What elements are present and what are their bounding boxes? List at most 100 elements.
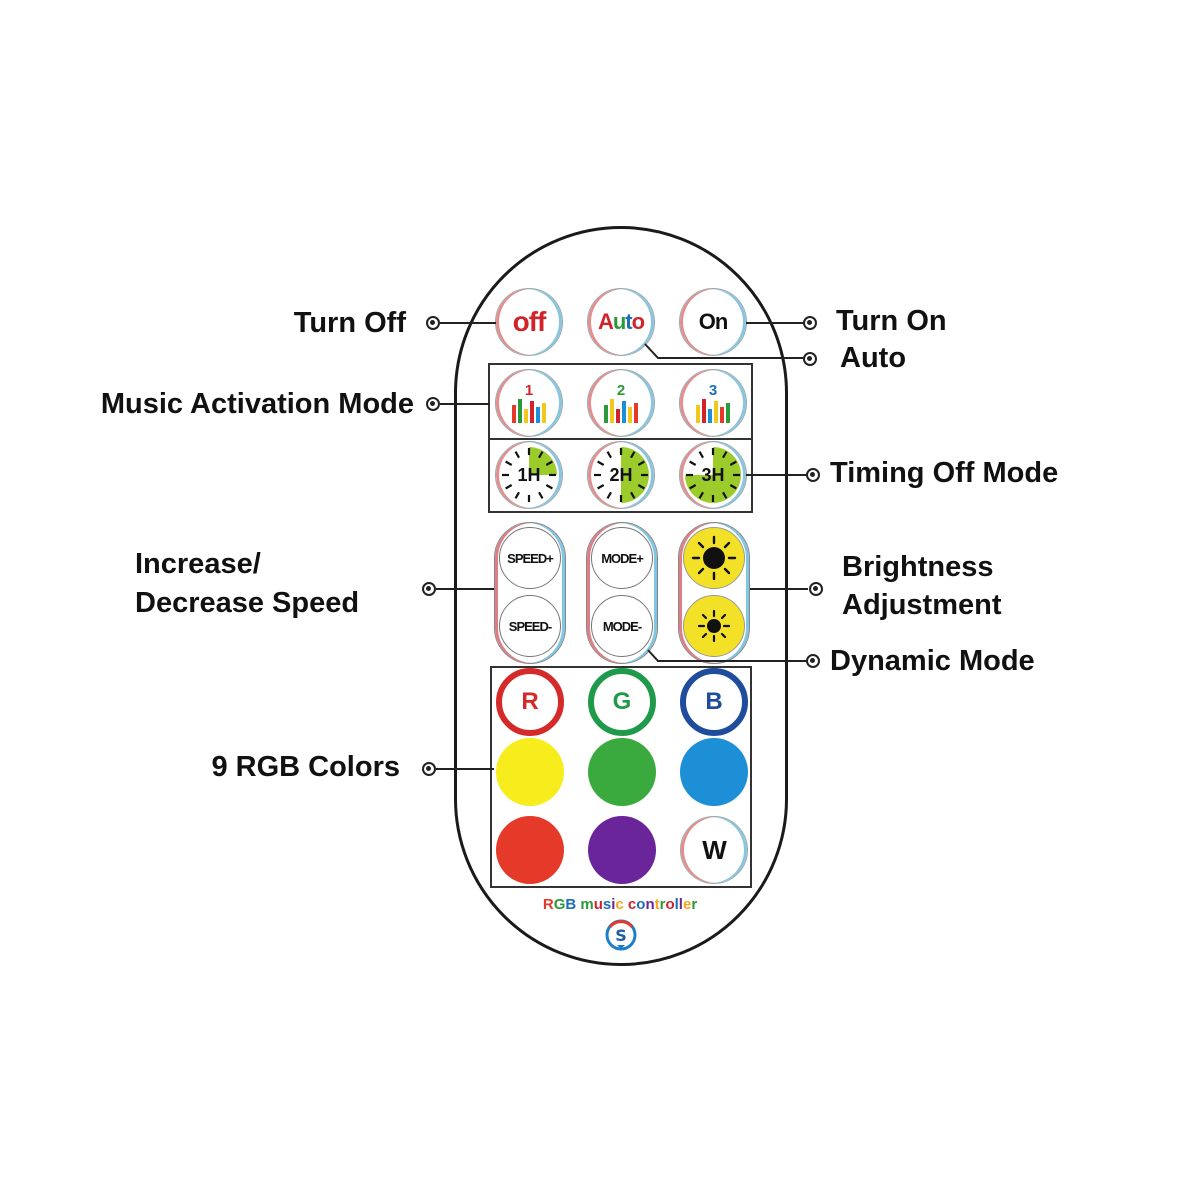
red-button-label: R	[521, 688, 539, 715]
mode-up-button[interactable]: MODE+	[591, 527, 653, 589]
music-line	[440, 403, 490, 405]
equalizer-bar	[542, 402, 546, 423]
brightness-up-button[interactable]	[683, 527, 745, 589]
clock-tick	[637, 460, 645, 466]
clock-tick	[698, 451, 704, 459]
clock-tick	[630, 491, 636, 499]
music-mode-3-button[interactable]: 3	[679, 369, 747, 437]
speed-down-label: SPEED-	[508, 618, 552, 634]
callout-dot-icon	[806, 468, 820, 482]
sky-blue-button[interactable]	[680, 738, 748, 806]
timer-wedge	[685, 447, 741, 503]
green-button[interactable]: G	[588, 668, 656, 736]
timer-wedge	[529, 447, 557, 475]
equalizer-bars-icon	[604, 398, 638, 423]
yellow-button[interactable]	[496, 738, 564, 806]
speed-down-button[interactable]: SPEED-	[499, 595, 561, 657]
timer-wedge	[621, 447, 649, 503]
timer-line	[746, 474, 808, 476]
rgb-colors-label: 9 RGB Colors	[211, 751, 400, 783]
orange-red-button[interactable]	[496, 816, 564, 884]
equalizer-bar	[616, 408, 620, 423]
speed-up-label: SPEED+	[507, 550, 554, 566]
turn-off-line	[440, 322, 496, 324]
purple-button[interactable]	[588, 816, 656, 884]
brightness-label-line1: Brightness	[842, 551, 994, 583]
clock-tick	[514, 451, 520, 459]
clock-tick	[630, 451, 636, 459]
turn-on-label: Turn On	[836, 305, 947, 337]
timer-1h-button[interactable]: 1H	[495, 441, 563, 509]
mode-down-button[interactable]: MODE-	[591, 595, 653, 657]
clock-tick	[606, 451, 612, 459]
green-button-label: G	[612, 688, 632, 715]
clock-tick	[545, 460, 553, 466]
clock-tick	[689, 460, 697, 466]
clock-tick	[722, 451, 728, 459]
dynamic-line	[647, 649, 806, 662]
music-mode-number: 2	[616, 381, 626, 399]
equalizer-bar	[634, 402, 638, 423]
equalizer-bar	[536, 406, 540, 423]
callout-dot-icon	[426, 316, 440, 330]
music-mode-number: 3	[708, 381, 718, 399]
blue-button[interactable]: B	[680, 668, 748, 736]
turn-off-label: Turn Off	[293, 307, 406, 339]
callout-dot-icon	[426, 397, 440, 411]
white-button[interactable]: W	[680, 816, 748, 884]
clock-tick	[505, 460, 513, 466]
clock-tick	[722, 491, 728, 499]
brightness-down-button[interactable]	[683, 595, 745, 657]
music-mode-number: 1	[524, 381, 534, 399]
brand-title-rest: music controller	[580, 896, 698, 913]
clock-tick	[545, 484, 553, 490]
timer-label: 3H	[701, 464, 725, 485]
clock-tick	[597, 460, 605, 466]
timer-2h-button[interactable]: 2H	[587, 441, 655, 509]
equalizer-bar	[610, 398, 614, 423]
equalizer-bar	[518, 398, 522, 423]
equalizer-bar	[708, 408, 712, 423]
callout-dot-icon	[809, 582, 823, 596]
mode-down-label: MODE-	[602, 618, 642, 634]
brightness-pill	[678, 522, 750, 664]
mode-up-label: MODE+	[601, 550, 644, 566]
dynamic-mode-label: Dynamic Mode	[830, 645, 1035, 677]
clock-tick	[606, 491, 612, 499]
equalizer-bar	[726, 402, 730, 423]
speed-label-line2: Decrease Speed	[135, 587, 360, 619]
timing-off-label: Timing Off Mode	[830, 457, 1059, 489]
clock-tick	[698, 491, 704, 499]
brightness-label-line2: Adjustment	[842, 589, 1002, 621]
speed-up-button[interactable]: SPEED+	[499, 527, 561, 589]
speed-pill: SPEED+ SPEED-	[494, 522, 566, 664]
off-button[interactable]: off	[495, 288, 563, 356]
equalizer-bar	[714, 400, 718, 423]
speed-line	[436, 588, 494, 590]
equalizer-bar	[696, 404, 700, 423]
clock-tick	[689, 484, 697, 490]
auto-button[interactable]: Auto	[587, 288, 655, 356]
brand-logo-icon: S	[605, 919, 637, 951]
clock-tick	[538, 451, 544, 459]
red-button[interactable]: R	[496, 668, 564, 736]
equalizer-bar	[628, 406, 632, 423]
clock-dial-icon	[685, 447, 741, 503]
music-mode-2-button[interactable]: 2	[587, 369, 655, 437]
clock-dial-icon	[594, 447, 649, 503]
equalizer-bar	[622, 400, 626, 423]
music-mode-1-button[interactable]: 1	[495, 369, 563, 437]
clock-tick	[505, 484, 513, 490]
speed-label-line1: Increase/	[135, 548, 261, 580]
off-button-label: off	[512, 306, 547, 337]
clock-tick	[538, 491, 544, 499]
callout-dot-icon	[422, 582, 436, 596]
light-green-button[interactable]	[588, 738, 656, 806]
turn-on-line	[746, 322, 806, 324]
auto-label: Auto	[840, 342, 907, 374]
timer-3h-button[interactable]: 3H	[679, 441, 747, 509]
clock-dial-icon	[502, 447, 557, 502]
callout-dot-icon	[803, 316, 817, 330]
timer-label: 2H	[609, 464, 633, 485]
auto-button-label: Auto	[597, 309, 645, 334]
